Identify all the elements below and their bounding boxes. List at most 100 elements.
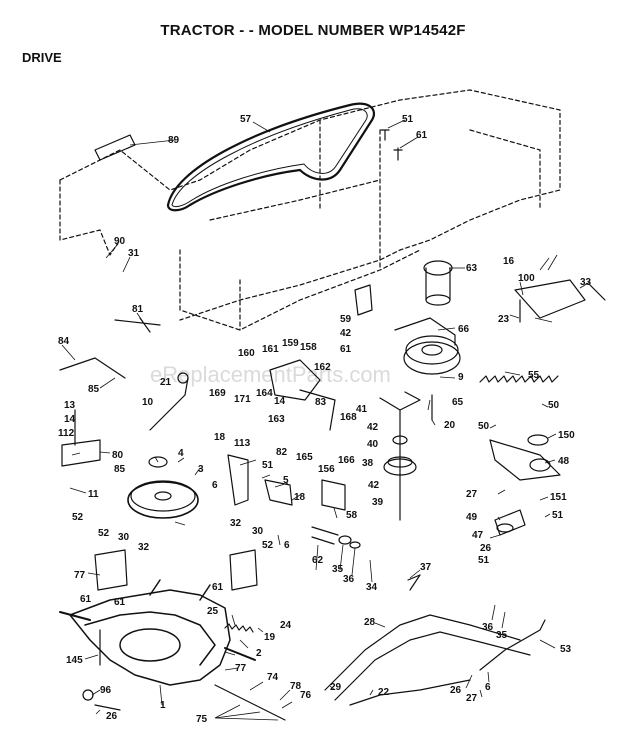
callout-21: 21 bbox=[160, 377, 172, 388]
callout-48: 48 bbox=[558, 456, 570, 467]
callout-42b: 42 bbox=[367, 422, 379, 433]
callout-156: 156 bbox=[318, 464, 335, 475]
callout-20: 20 bbox=[444, 420, 456, 431]
callout-2: 2 bbox=[256, 648, 262, 659]
callout-24: 24 bbox=[280, 620, 292, 631]
callout-32: 32 bbox=[138, 542, 150, 553]
callout-150: 150 bbox=[558, 430, 575, 441]
callout-22: 22 bbox=[378, 687, 390, 698]
callout-145: 145 bbox=[66, 655, 83, 666]
callout-1: 1 bbox=[160, 700, 166, 711]
callout-151: 151 bbox=[550, 492, 567, 503]
callout-18: 18 bbox=[214, 432, 226, 443]
callout-40: 40 bbox=[367, 439, 379, 450]
callout-28: 28 bbox=[364, 617, 376, 628]
callout-77: 77 bbox=[74, 570, 86, 581]
callout-3: 3 bbox=[198, 464, 204, 475]
callout-75: 75 bbox=[196, 714, 208, 725]
page-title: TRACTOR - - MODEL NUMBER WP14542F bbox=[160, 22, 466, 39]
section-label: DRIVE bbox=[22, 50, 62, 65]
callout-35: 35 bbox=[332, 564, 344, 575]
callout-6c: 6 bbox=[485, 682, 491, 693]
callout-47: 47 bbox=[472, 530, 484, 541]
callout-6b: 6 bbox=[284, 540, 290, 551]
callout-34: 34 bbox=[366, 582, 378, 593]
callout-57: 57 bbox=[240, 114, 252, 125]
callout-52c: 52 bbox=[262, 540, 274, 551]
callout-61b: 61 bbox=[340, 344, 352, 355]
callout-159: 159 bbox=[282, 338, 299, 349]
callout-162: 162 bbox=[314, 362, 331, 373]
callout-42c: 42 bbox=[368, 480, 380, 491]
callout-14: 14 bbox=[274, 396, 286, 407]
callout-55: 55 bbox=[528, 370, 540, 381]
callout-80: 80 bbox=[112, 450, 124, 461]
callout-161: 161 bbox=[262, 344, 279, 355]
callout-50b: 50 bbox=[478, 421, 490, 432]
callout-96: 96 bbox=[100, 685, 112, 696]
belt-57 bbox=[166, 102, 376, 212]
callout-85b: 85 bbox=[114, 464, 126, 475]
callout-36b: 36 bbox=[482, 622, 494, 633]
callout-160: 160 bbox=[238, 348, 255, 359]
callout-32b: 32 bbox=[230, 518, 242, 529]
callout-163: 163 bbox=[268, 414, 285, 425]
callout-27b: 27 bbox=[466, 693, 478, 704]
callout-26b: 26 bbox=[106, 711, 118, 722]
callout-158: 158 bbox=[300, 342, 317, 353]
callout-63: 63 bbox=[466, 263, 478, 274]
callout-76: 76 bbox=[300, 690, 312, 701]
callout-165: 165 bbox=[296, 452, 313, 463]
callout-53: 53 bbox=[560, 644, 572, 655]
callout-85: 85 bbox=[88, 384, 100, 395]
tractor-frame bbox=[59, 89, 561, 331]
callout-81: 81 bbox=[132, 304, 144, 315]
callout-50: 50 bbox=[548, 400, 560, 411]
callout-29: 29 bbox=[330, 682, 342, 693]
callout-52b: 52 bbox=[98, 528, 110, 539]
callout-164: 164 bbox=[256, 388, 273, 399]
callout-61c: 61 bbox=[114, 597, 126, 608]
callout-84: 84 bbox=[58, 336, 70, 347]
callout-37: 37 bbox=[420, 562, 432, 573]
callout-36: 36 bbox=[343, 574, 355, 585]
callout-89: 89 bbox=[168, 135, 180, 146]
callout-61: 61 bbox=[416, 130, 428, 141]
callout-74: 74 bbox=[267, 672, 279, 683]
callout-58: 58 bbox=[346, 510, 358, 521]
callout-78: 78 bbox=[290, 681, 302, 692]
callout-19: 19 bbox=[264, 632, 276, 643]
callout-61d: 61 bbox=[212, 582, 224, 593]
callout-30b: 30 bbox=[252, 526, 264, 537]
callout-16: 16 bbox=[503, 256, 515, 267]
callout-labels: 89 57 51 61 90 3 1 81 84 85 160 161 159 1… bbox=[58, 114, 592, 725]
callout-62: 62 bbox=[312, 555, 324, 566]
callout-35b: 35 bbox=[496, 630, 508, 641]
callout-82: 82 bbox=[276, 447, 288, 458]
callout-51d: 51 bbox=[478, 555, 490, 566]
callout-113: 113 bbox=[234, 438, 251, 449]
callout-51b: 51 bbox=[262, 460, 274, 471]
callout-90: 90 bbox=[114, 236, 126, 247]
transaxle bbox=[59, 579, 256, 686]
callout-30: 30 bbox=[118, 532, 130, 543]
callout-52: 52 bbox=[72, 512, 84, 523]
callout-9: 9 bbox=[458, 372, 464, 383]
callout-100: 100 bbox=[518, 273, 535, 284]
callout-49: 49 bbox=[466, 512, 478, 523]
callout-10: 10 bbox=[142, 397, 154, 408]
callout-23: 23 bbox=[498, 314, 510, 325]
callout-26c: 26 bbox=[450, 685, 462, 696]
callout-27: 27 bbox=[466, 489, 478, 500]
callout-168: 168 bbox=[340, 412, 357, 423]
callout-66: 66 bbox=[458, 324, 470, 335]
callout-83: 83 bbox=[315, 397, 327, 408]
callout-14b: 14 bbox=[64, 414, 76, 425]
callout-112: 112 bbox=[58, 428, 75, 439]
callout-6: 6 bbox=[212, 480, 218, 491]
callout-25: 25 bbox=[207, 606, 219, 617]
callout-11: 11 bbox=[88, 489, 99, 500]
callout-13: 13 bbox=[64, 400, 76, 411]
callout-42: 42 bbox=[340, 328, 352, 339]
